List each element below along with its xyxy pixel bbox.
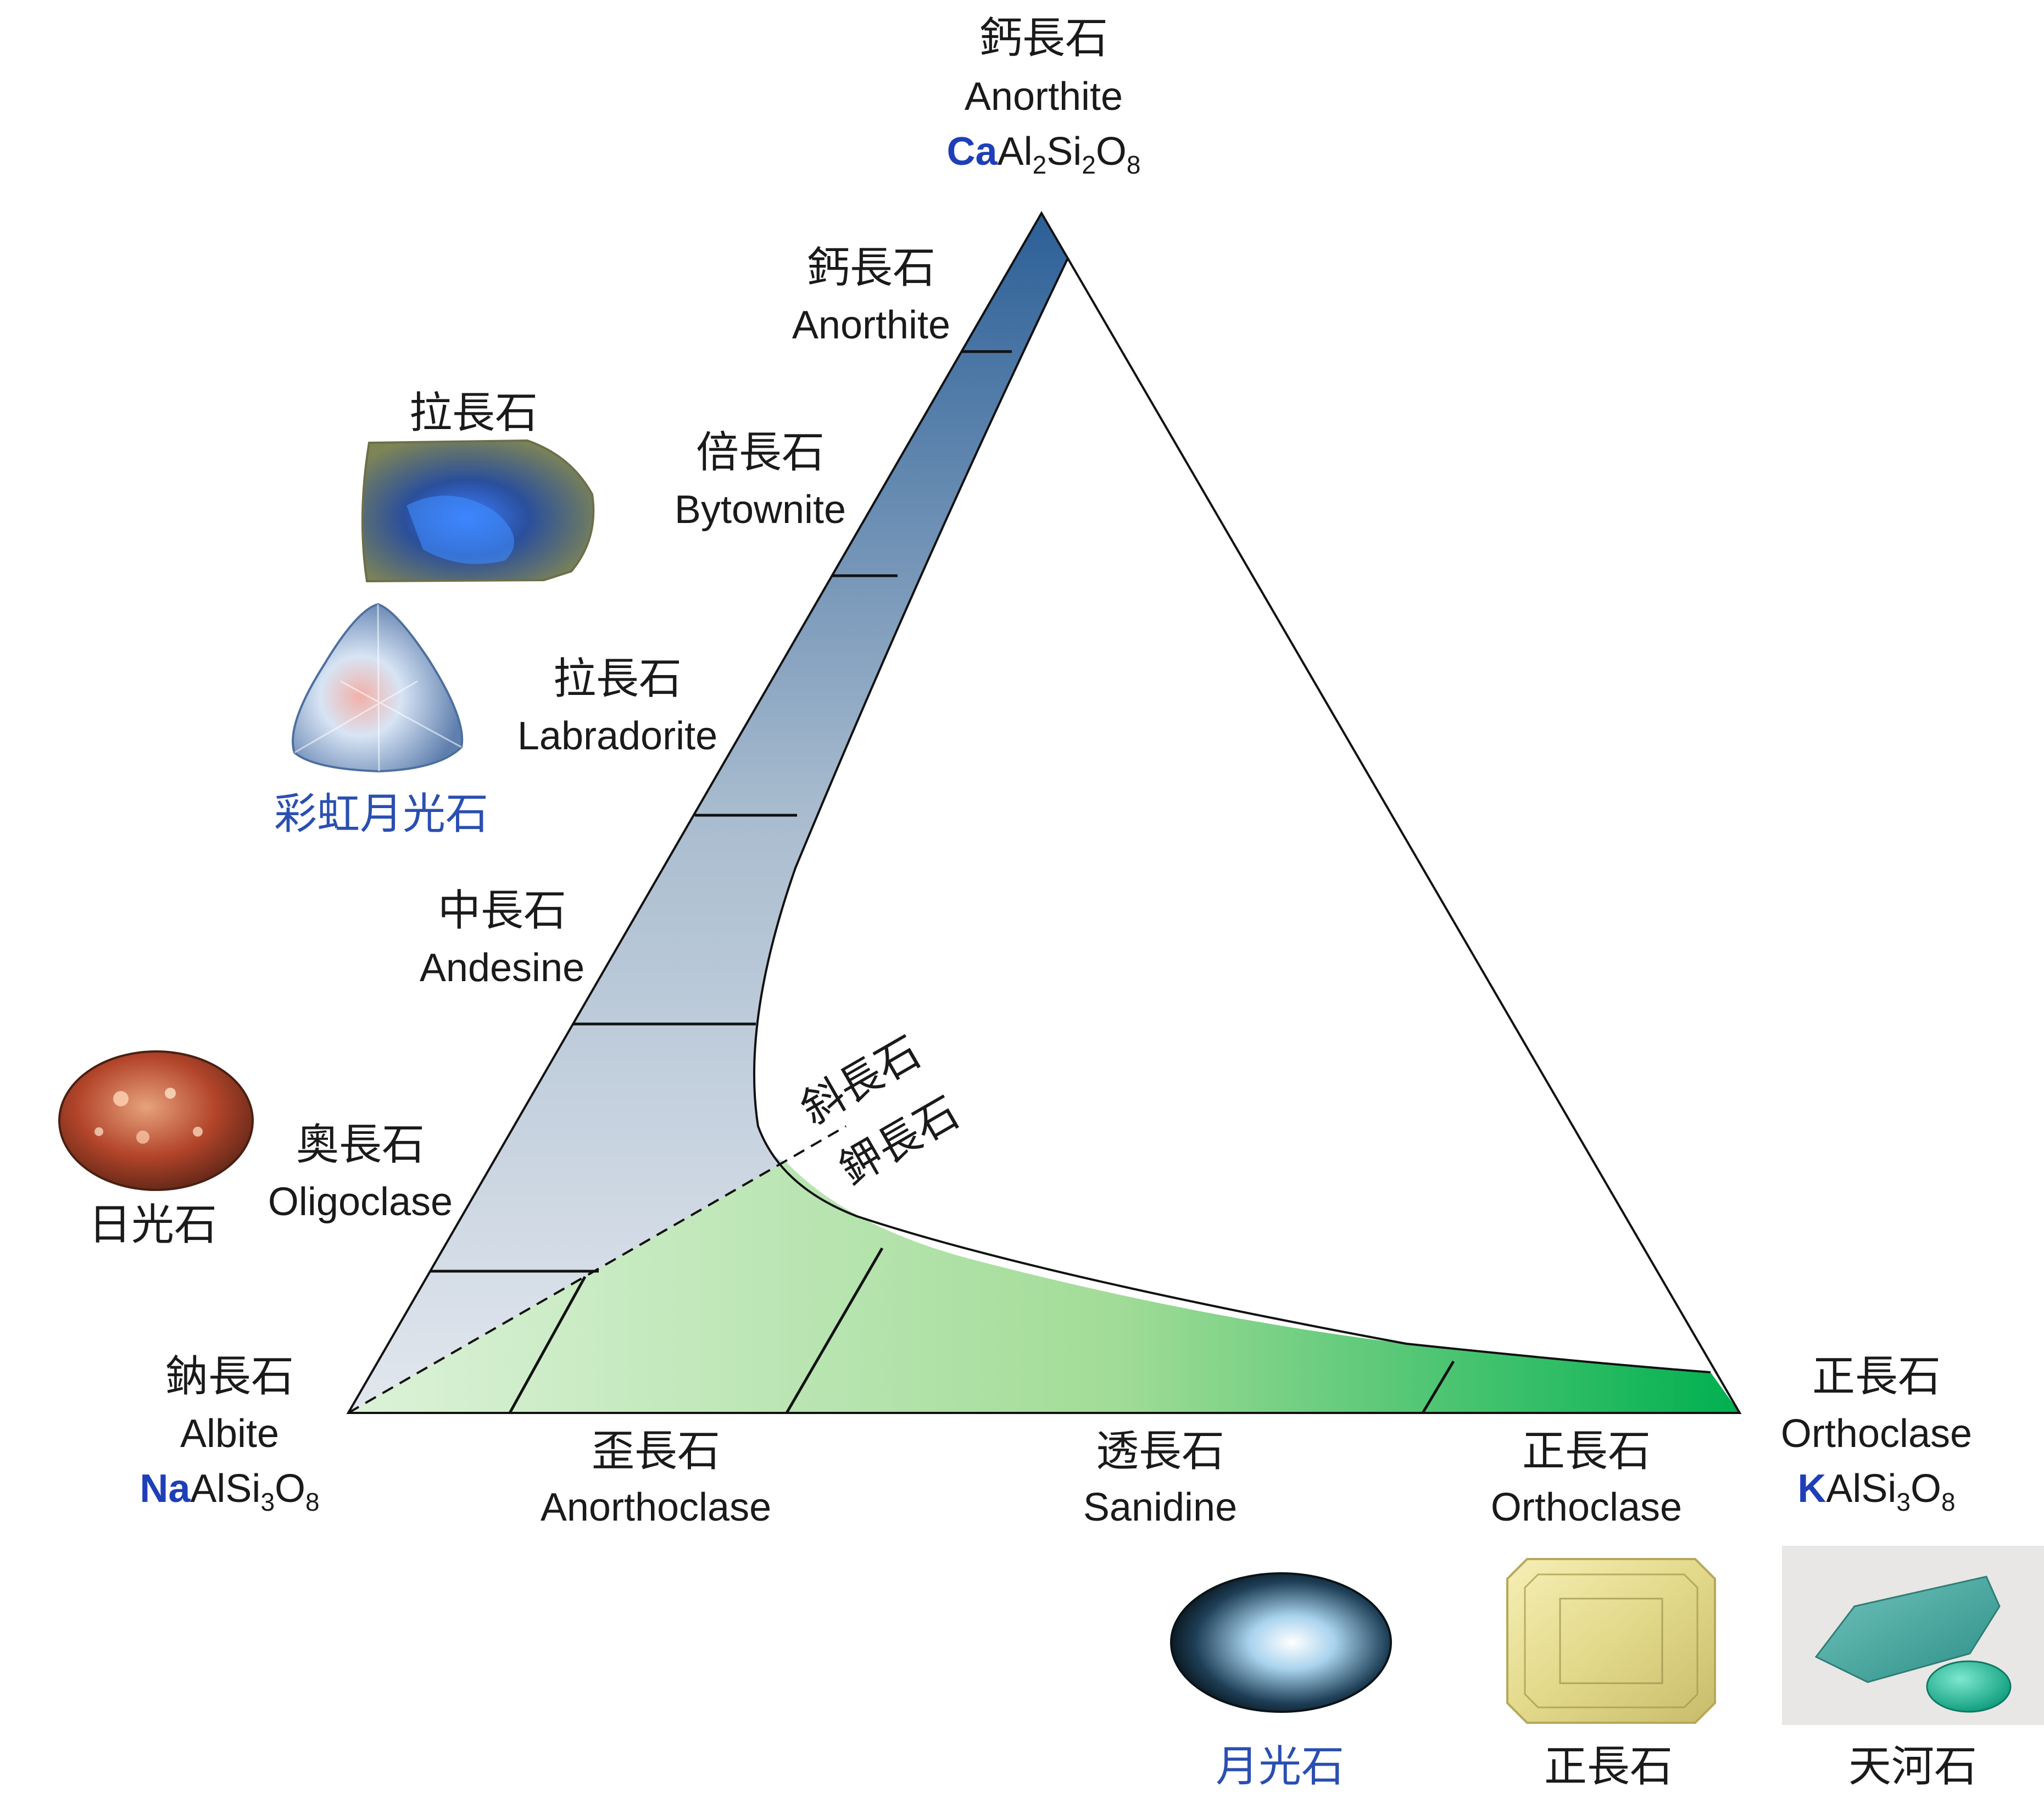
alkali-label-en: Orthoclase bbox=[1491, 1485, 1682, 1529]
vertex-right-formula: KAlSi3O8 bbox=[1797, 1467, 1955, 1516]
plagioclase-label-en: Andesine bbox=[420, 946, 584, 990]
rainbow-moonstone-gem bbox=[292, 603, 464, 773]
vertex-top-zh: 鈣長石 bbox=[979, 14, 1108, 63]
plagioclase-label-en: Labradorite bbox=[517, 714, 717, 758]
plagioclase-kfeldspar-divider bbox=[348, 1125, 846, 1414]
amazonite-specimen bbox=[1782, 1546, 2044, 1725]
rainbow-moonstone-label: 彩虹月光石 bbox=[274, 789, 488, 839]
vertex-left-formula: NaAlSi3O8 bbox=[140, 1467, 319, 1516]
labradorite-specimen bbox=[361, 439, 595, 583]
labradorite-gem-label: 拉長石 bbox=[409, 388, 538, 438]
vertex-left-zh: 鈉長石 bbox=[165, 1352, 294, 1401]
plagioclase-label-en: Anorthite bbox=[792, 303, 950, 347]
orthoclase-gem bbox=[1506, 1558, 1716, 1724]
vertex-right-zh: 正長石 bbox=[1812, 1352, 1941, 1401]
ternary-triangle bbox=[346, 211, 1742, 1414]
plagioclase-label-en: Bytownite bbox=[675, 488, 846, 532]
vertex-left-en: Albite bbox=[180, 1412, 279, 1456]
vertex-top-formula: CaAl2Si2O8 bbox=[947, 130, 1141, 179]
alkali-label-en: Anorthoclase bbox=[541, 1485, 771, 1529]
alkali-label-zh: 透長石 bbox=[1096, 1427, 1224, 1476]
solvus-curve bbox=[753, 258, 1711, 1373]
plagioclase-label-zh: 鈣長石 bbox=[807, 243, 935, 293]
alkali-label-zh: 正長石 bbox=[1522, 1427, 1651, 1476]
division-line bbox=[508, 1276, 587, 1414]
plagioclase-label-zh: 拉長石 bbox=[553, 654, 682, 704]
alkali-label-en: Sanidine bbox=[1083, 1485, 1237, 1529]
plagioclase-label-zh: 奧長石 bbox=[296, 1120, 425, 1170]
amazonite-label: 天河石 bbox=[1848, 1742, 1977, 1791]
plagioclase-label-zh: 倍長石 bbox=[696, 428, 825, 477]
division-line bbox=[785, 1247, 884, 1414]
moonstone-label: 月光石 bbox=[1216, 1742, 1344, 1791]
division-line bbox=[1421, 1360, 1455, 1414]
plagioclase-label-zh: 中長石 bbox=[438, 886, 566, 936]
moonstone-gem bbox=[1170, 1572, 1392, 1713]
plagioclase-label-en: Oligoclase bbox=[268, 1180, 453, 1224]
vertex-right-en: Orthoclase bbox=[1781, 1412, 1972, 1456]
alkali-feldspar-field bbox=[348, 1161, 1740, 1413]
sunstone-label: 日光石 bbox=[88, 1200, 217, 1250]
orthoclase-gem-label: 正長石 bbox=[1544, 1742, 1673, 1791]
vertex-top-en: Anorthite bbox=[965, 75, 1123, 119]
sunstone-gem bbox=[58, 1050, 254, 1191]
alkali-label-zh: 歪長石 bbox=[592, 1427, 720, 1476]
plagioclase-field bbox=[348, 213, 1068, 1413]
